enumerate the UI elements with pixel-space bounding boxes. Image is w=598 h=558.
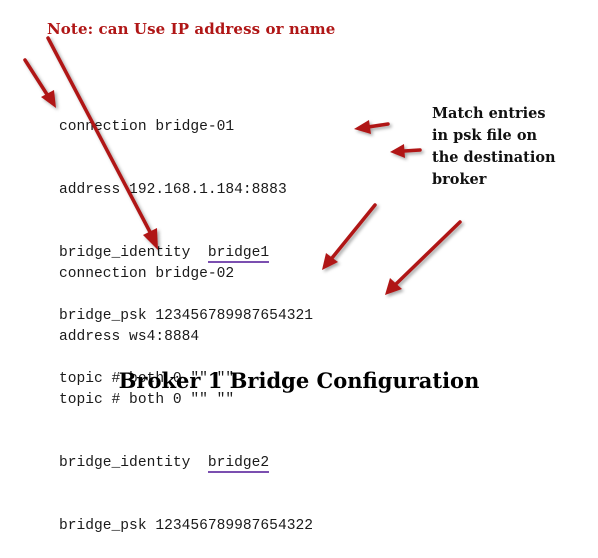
- bridge-identity-value: bridge2: [207, 455, 270, 473]
- config-line-bridge-identity: bridge_identity bridge2: [59, 453, 313, 474]
- arrow-to-bridge1: [354, 120, 390, 134]
- bridge-identity-value: bridge1: [207, 245, 270, 263]
- match-note-line: broker: [432, 171, 487, 188]
- config-line-connection: connection bridge-01: [59, 119, 235, 135]
- config-block-bridge-01: connection bridge-01 address 192.168.1.1…: [59, 75, 313, 411]
- config-line-address: address ws4:8884: [59, 329, 200, 345]
- match-note-line: in psk file on: [432, 127, 538, 144]
- match-note-line: the destination: [432, 149, 556, 166]
- config-line-topic: topic # both 0 "" "": [59, 392, 235, 408]
- match-note-line: Match entries: [432, 105, 546, 122]
- config-line-connection: connection bridge-02: [59, 266, 235, 282]
- config-key-bridge-identity: bridge_identity: [59, 455, 208, 471]
- note-text: Note: can Use IP address or name: [47, 20, 336, 38]
- config-line-bridge-psk: bridge_psk 123456789987654321: [59, 308, 313, 324]
- config-line-bridge-psk: bridge_psk 123456789987654322: [59, 518, 313, 534]
- arrow-to-bridge2: [322, 203, 377, 270]
- arrow-to-address-1: [23, 58, 56, 108]
- config-line-address: address 192.168.1.184:8883: [59, 182, 287, 198]
- match-entries-note: Match entries in psk file on the destina…: [432, 103, 556, 191]
- config-line-topic: topic # both 0 "" "": [59, 371, 235, 387]
- arrow-to-psk-2: [385, 220, 462, 295]
- figure-caption: Broker 1 Bridge Configuration: [118, 368, 480, 393]
- arrow-to-psk-1: [390, 144, 422, 158]
